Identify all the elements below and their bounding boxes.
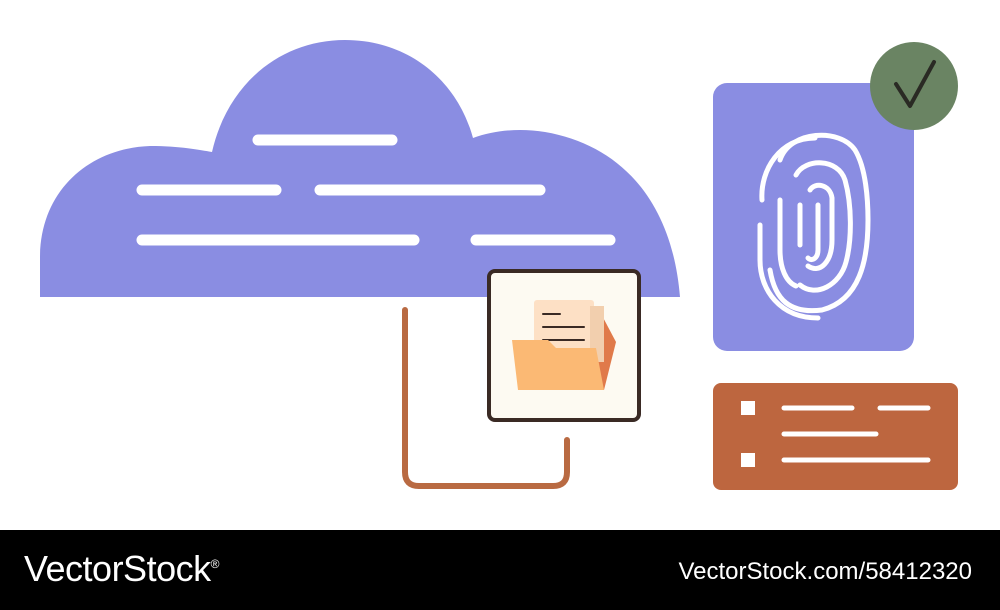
cloud-text-lines — [136, 134, 616, 246]
checkbox-icon — [741, 401, 755, 415]
brand-name: VectorStock — [24, 548, 211, 589]
illustration — [40, 40, 958, 490]
folder-document-tile — [487, 269, 641, 422]
folder-icon — [512, 300, 616, 390]
stock-id: VectorStock.com/58412320 — [678, 558, 972, 585]
cloud-icon — [40, 40, 680, 297]
checkmark-icon — [894, 60, 936, 108]
footer-bar: VectorStock® VectorStock.com/58412320 — [0, 530, 1000, 610]
fingerprint-icon — [757, 132, 871, 321]
brand-trademark: ® — [210, 557, 220, 571]
verified-check-badge — [870, 42, 958, 130]
checkbox-icon — [741, 453, 755, 467]
fingerprint-card — [713, 83, 914, 351]
brand-logo: VectorStock® — [24, 548, 219, 590]
checklist-card — [713, 383, 958, 490]
connector-cable — [402, 307, 570, 489]
